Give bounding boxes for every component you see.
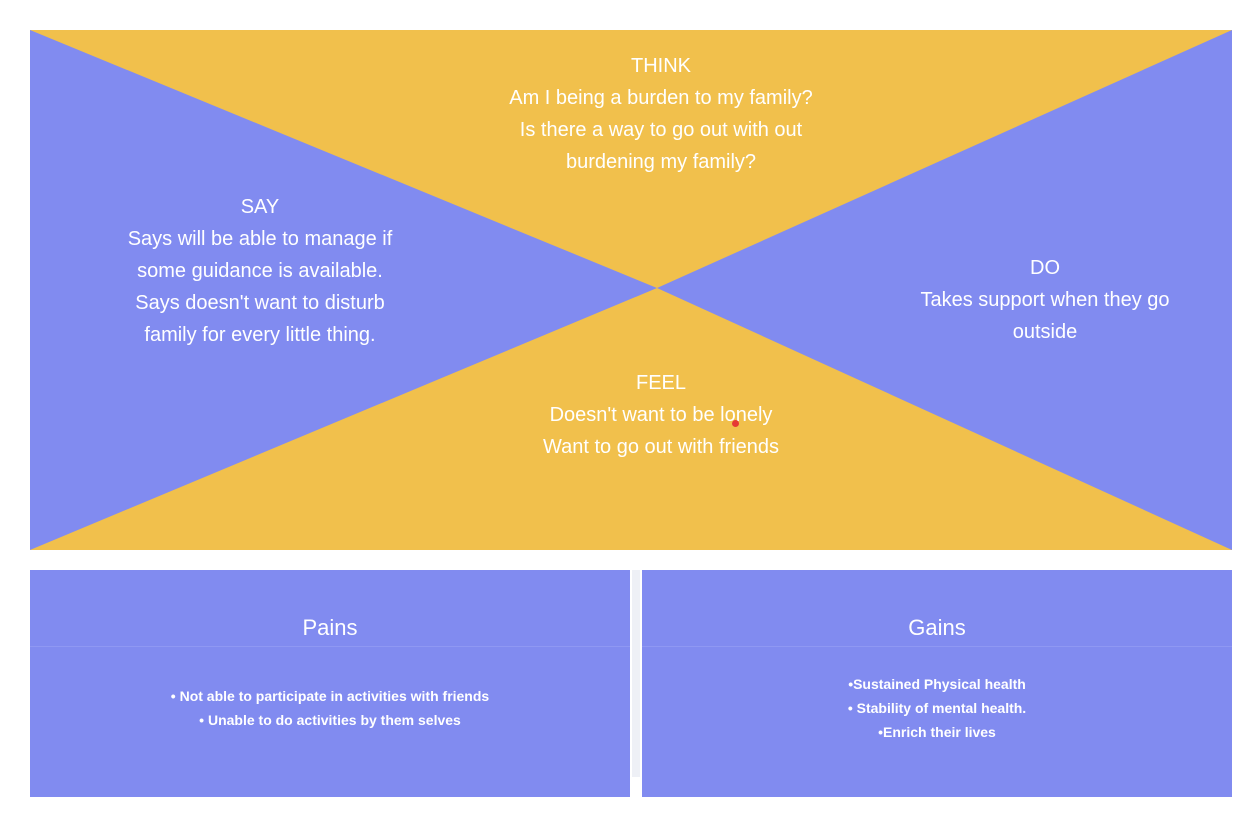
think-quadrant xyxy=(30,30,1232,288)
gains-title: Gains xyxy=(908,615,966,640)
feel-section: FEEL Doesn't want to be lonely Want to g… xyxy=(421,367,901,463)
say-heading: SAY xyxy=(240,196,280,218)
pains-panel: Pains • Not able to participate in activ… xyxy=(30,570,630,797)
gains-list: •Sustained Physical health • Stability o… xyxy=(642,672,1232,744)
pains-list: • Not able to participate in activities … xyxy=(30,684,630,732)
feel-line: Want to go out with friends xyxy=(542,436,780,458)
think-heading: THINK xyxy=(631,55,691,77)
list-item: •Sustained Physical health xyxy=(848,676,1026,692)
feel-quadrant xyxy=(30,288,1232,550)
pointer-dot xyxy=(732,420,739,427)
list-item: • Stability of mental health. xyxy=(847,700,1027,716)
say-line: Says will be able to manage if xyxy=(127,228,393,250)
feel-line: Doesn't want to be lonely xyxy=(549,404,773,426)
empathy-map: THINK Am I being a burden to my family? … xyxy=(30,30,1232,550)
say-section: SAY Says will be able to manage if some … xyxy=(50,191,470,351)
list-item: • Not able to participate in activities … xyxy=(170,688,490,704)
think-section: THINK Am I being a burden to my family? … xyxy=(421,50,901,178)
think-line: Is there a way to go out with out xyxy=(519,119,803,141)
list-item: •Enrich their lives xyxy=(878,724,996,740)
do-heading: DO xyxy=(1030,257,1060,279)
gains-divider xyxy=(642,646,1232,647)
do-section: DO Takes support when they go outside xyxy=(860,252,1230,348)
list-item: • Unable to do activities by them selves xyxy=(199,712,461,728)
do-line: outside xyxy=(1012,321,1078,343)
feel-heading: FEEL xyxy=(635,372,687,394)
think-line: Am I being a burden to my family? xyxy=(509,87,813,109)
say-line: family for every little thing. xyxy=(144,324,376,346)
say-line: Says doesn't want to disturb xyxy=(135,292,385,314)
say-line: some guidance is available. xyxy=(137,260,383,282)
gains-panel: Gains •Sustained Physical health • Stabi… xyxy=(642,570,1232,797)
think-line: burdening my family? xyxy=(565,151,757,173)
do-line: Takes support when they go xyxy=(920,289,1170,311)
empathy-map-quadrants xyxy=(30,30,1232,550)
panel-separator xyxy=(632,570,640,777)
pains-divider xyxy=(30,646,630,647)
pains-title: Pains xyxy=(302,615,358,640)
